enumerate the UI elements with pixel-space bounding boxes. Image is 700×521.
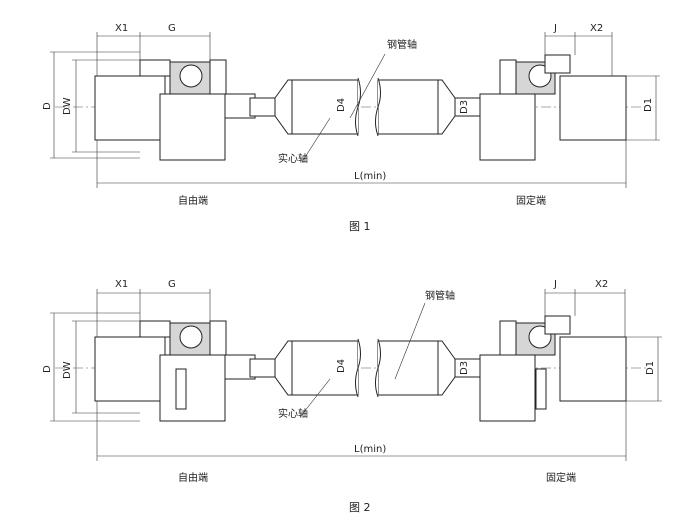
length-label: L(min) <box>354 444 386 455</box>
dw-label: DW <box>62 361 73 379</box>
d1-label: D1 <box>645 361 656 375</box>
figure-caption: 图 1 <box>349 220 371 233</box>
j-label: J <box>553 279 557 290</box>
x2-label: X2 <box>595 279 608 290</box>
fixed-end-label: 固定端 <box>546 471 576 484</box>
free-end-label: 自由端 <box>178 194 208 207</box>
steel-tube-shaft-label: 钢管轴 <box>425 289 455 302</box>
j-label: J <box>553 23 557 34</box>
d3-label: D3 <box>459 100 470 114</box>
x1-label: X1 <box>115 23 128 34</box>
figure-1: X1 G J X2 钢管轴 实心轴 L(min) 自由端 固定端 D DW D1… <box>42 23 660 233</box>
d-label: D <box>42 102 53 110</box>
x1-label: X1 <box>115 279 128 290</box>
solid-shaft-label: 实心轴 <box>278 407 308 420</box>
steel-tube-shaft-label: 钢管轴 <box>387 38 417 51</box>
length-label: L(min) <box>354 171 386 182</box>
d3-label: D3 <box>459 361 470 375</box>
g-label: G <box>168 279 176 290</box>
d-label: D <box>42 365 53 373</box>
figure-caption: 图 2 <box>349 501 371 514</box>
d4-label: D4 <box>336 98 347 112</box>
fixed-end-label: 固定端 <box>516 194 546 207</box>
x2-label: X2 <box>590 23 603 34</box>
solid-shaft-label: 实心轴 <box>278 152 308 165</box>
figure-2: X1 G J X2 钢管轴 实心轴 L(min) 自由端 固定端 D DW D1… <box>42 279 662 514</box>
dw-label: DW <box>62 97 73 115</box>
d4-label: D4 <box>336 359 347 373</box>
d1-label: D1 <box>643 98 654 112</box>
g-label: G <box>168 23 176 34</box>
free-end-label: 自由端 <box>178 471 208 484</box>
